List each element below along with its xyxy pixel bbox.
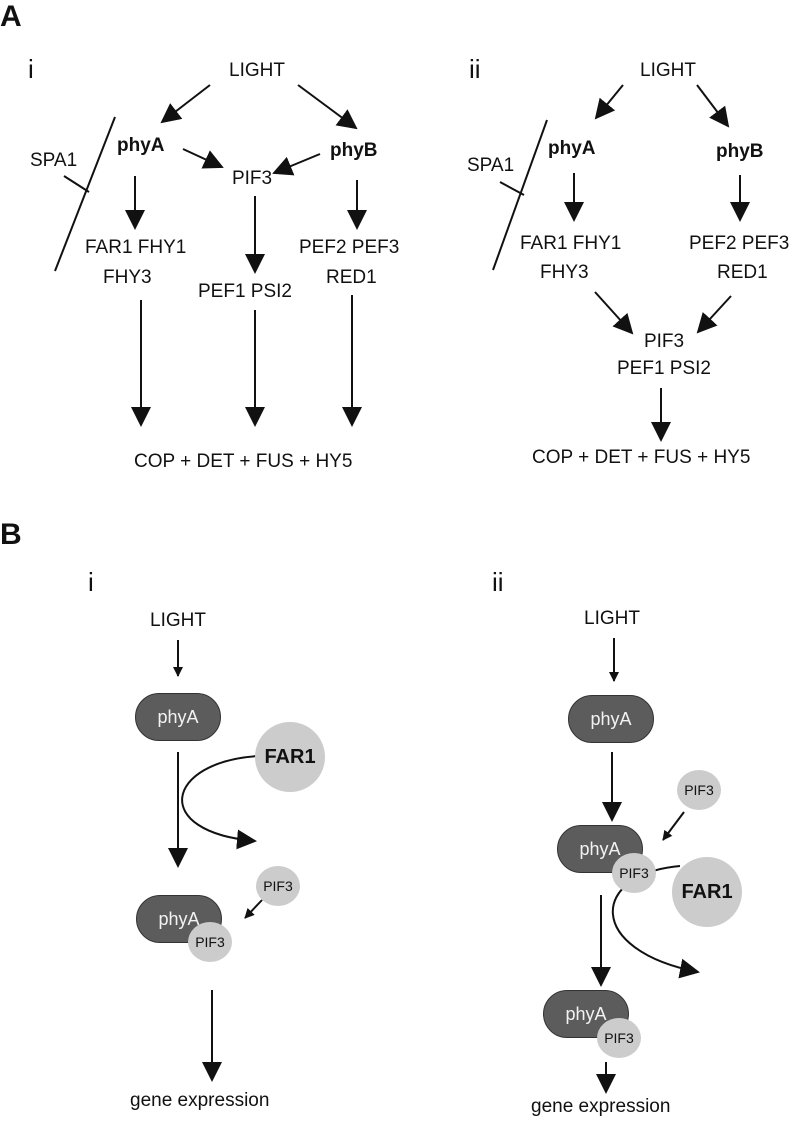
arrow-fhy3-to-pif3-ii (594, 291, 634, 335)
spa1-connector-i (63, 175, 90, 193)
pif3-node: PIF3 (256, 866, 300, 906)
gene-expression-label: gene expression (531, 1096, 671, 1117)
pif3-label: PIF3 (643, 331, 685, 352)
phya-node: phyA (135, 693, 221, 741)
light-label: LIGHT (150, 610, 206, 631)
far1-release-curve-B-i (181, 755, 259, 850)
panel-b-i-label: i (88, 567, 94, 597)
output-label: COP + DET + FUS + HY5 (532, 447, 751, 468)
light-label: LIGHT (640, 60, 696, 81)
far1-node: FAR1 (255, 722, 325, 792)
spa1-connector-ii (499, 181, 525, 196)
phya-label: phyA (117, 135, 165, 156)
far1-fhy1-label: FAR1 FHY1 (85, 237, 187, 258)
light-label: LIGHT (584, 608, 640, 629)
arrow-light-to-phyB-ii (696, 84, 730, 128)
far1-fhy1-label: FAR1 FHY1 (520, 233, 622, 254)
phya-label: phyA (548, 138, 596, 159)
arrow-pif3-to-complex-B-i (244, 899, 263, 919)
arrow-red1-to-pif3-ii (696, 295, 732, 334)
phya-node: phyA (568, 695, 654, 743)
spa1-label: SPA1 (30, 150, 78, 171)
light-label: LIGHT (229, 60, 285, 81)
red1-label: RED1 (326, 267, 377, 288)
pif3-label: PIF3 (231, 168, 273, 189)
arrow-light-to-phyB-i (297, 84, 358, 130)
red1-label: RED1 (717, 262, 768, 283)
output-label: COP + DET + FUS + HY5 (134, 451, 353, 472)
pef2-pef3-label: PEF2 PEF3 (299, 237, 400, 258)
pif3-complex-node: PIF3 (188, 922, 232, 962)
arrow-phyB-to-pif3-i (272, 153, 321, 176)
panel-a-label: A (0, 0, 22, 33)
spa1-inhibition-bar-i (54, 116, 116, 272)
panel-a-i-label: i (28, 54, 34, 84)
arrow-pif3-to-mid-B-ii (662, 811, 685, 841)
panel-b-label: B (0, 518, 22, 551)
pif3-mid-node: PIF3 (612, 853, 656, 893)
pef2-pef3-label: PEF2 PEF3 (689, 233, 790, 254)
phya-mid-node: phyA (557, 825, 643, 873)
spa1-inhibition-bar-ii (492, 119, 548, 271)
phyb-label: phyB (716, 141, 764, 162)
fhy3-label: FHY3 (540, 262, 589, 283)
pef1-psi2-label: PEF1 PSI2 (198, 281, 292, 302)
arrow-light-to-phyA-i (160, 84, 211, 124)
phyb-label: phyB (330, 140, 378, 161)
pif3-bottom-node: PIF3 (597, 1018, 641, 1058)
panel-a-ii-label: ii (469, 54, 481, 84)
arrow-light-to-phyA-ii (594, 84, 624, 120)
fhy3-label: FHY3 (103, 267, 152, 288)
pef1-psi2-label: PEF1 PSI2 (617, 358, 711, 379)
arrow-phyA-to-pif3-i (182, 148, 224, 169)
spa1-label: SPA1 (467, 155, 515, 176)
gene-expression-label: gene expression (130, 1090, 270, 1111)
pif3-node: PIF3 (677, 770, 721, 810)
far1-node: FAR1 (672, 857, 742, 927)
panel-b-ii-label: ii (492, 567, 504, 597)
